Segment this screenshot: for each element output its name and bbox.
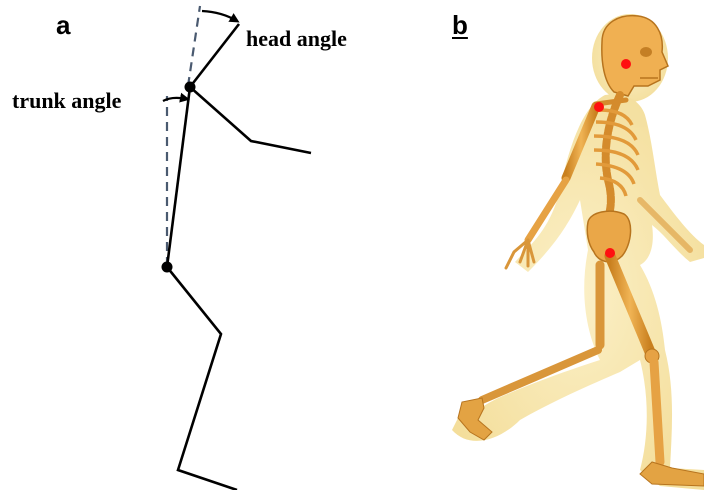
shin-bone [654, 362, 660, 462]
front-foot-bones [640, 462, 704, 486]
leg-segment [167, 267, 237, 490]
body-silhouette [452, 14, 704, 490]
hip-joint [162, 262, 173, 273]
head-reference-line [188, 6, 200, 86]
shoulder-joint-marker [594, 102, 604, 112]
stick-figure [162, 6, 312, 490]
skeleton-illustration [452, 14, 704, 490]
ear-joint-marker [621, 59, 631, 69]
neck-joint [185, 82, 196, 93]
trunk-angle-arrow [163, 98, 187, 101]
head-segment [190, 24, 239, 87]
arm-segment [190, 87, 311, 153]
hip-joint-marker [605, 248, 615, 258]
head-angle-arrow [202, 11, 237, 21]
trunk-segment [167, 87, 190, 267]
